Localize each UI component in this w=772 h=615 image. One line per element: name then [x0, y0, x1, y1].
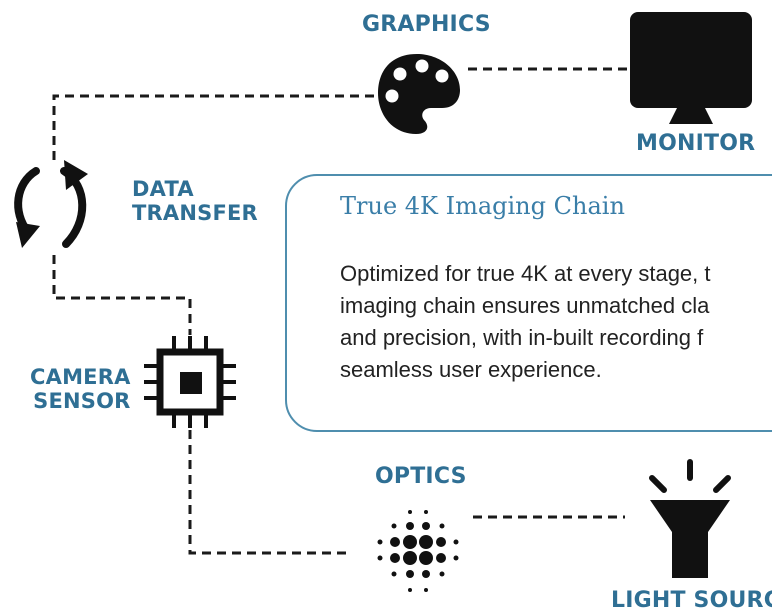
card-body-line: seamless user experience. — [340, 357, 602, 382]
lamp-icon — [649, 459, 731, 578]
card-body-line: Optimized for true 4K at every stage, t — [340, 261, 711, 286]
data-transfer-label: DATA TRANSFER — [132, 177, 258, 225]
card-title: True 4K Imaging Chain — [340, 192, 625, 220]
card-body-line: imaging chain ensures unmatched cla — [340, 293, 710, 318]
connector-graphics-data — [52, 94, 374, 160]
connector-data-camera — [52, 255, 192, 335]
graphics-label: GRAPHICS — [362, 12, 491, 37]
card-body-line: and precision, with in-built recording f — [340, 325, 704, 350]
optics-label: OPTICS — [375, 464, 467, 489]
data-transfer-label-line: DATA — [132, 177, 194, 201]
optics-dots-icon — [377, 510, 459, 592]
camera-sensor-label-line: CAMERA — [30, 365, 131, 389]
camera-sensor-label-line: SENSOR — [33, 389, 131, 414]
camera-sensor-label: CAMERA SENSOR — [30, 365, 131, 413]
connector-camera-optics — [188, 430, 350, 555]
info-card — [285, 174, 772, 432]
palette-icon — [378, 54, 460, 134]
light-source-label: LIGHT SOURCE — [611, 588, 772, 613]
data-transfer-label-line: TRANSFER — [132, 201, 258, 226]
monitor-icon — [630, 12, 752, 124]
chip-icon — [144, 336, 236, 428]
card-body: Optimized for true 4K at every stage, t … — [340, 258, 772, 386]
monitor-label: MONITOR — [636, 131, 756, 156]
